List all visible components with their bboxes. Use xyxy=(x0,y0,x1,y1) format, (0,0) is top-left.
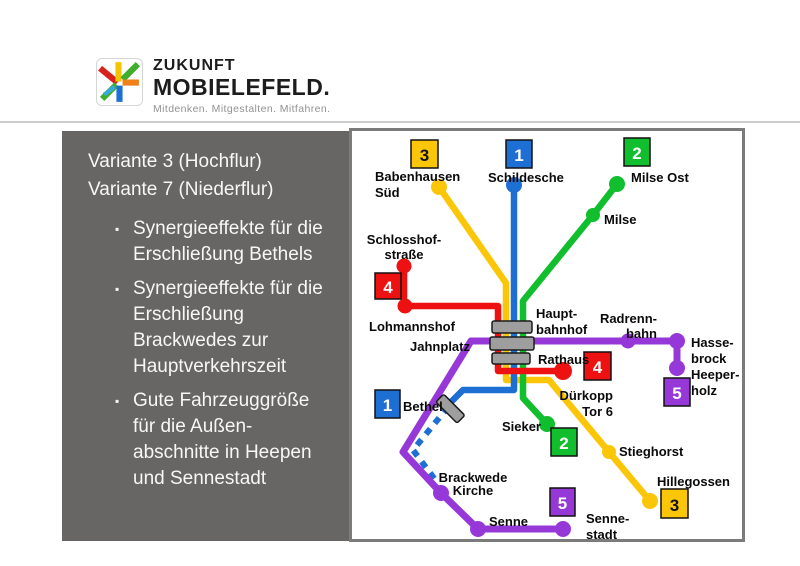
bullet-icon: ▪ xyxy=(115,222,120,236)
line-badge-3-babenhausen: 3 xyxy=(410,139,439,169)
station-label-sennestadt: Senne- xyxy=(586,511,629,526)
station-label-duerkopp-tor6-2: Tor 6 xyxy=(582,404,613,419)
logo: ZUKUNFT MOBIELEFELD. Mitdenken. Mitgesta… xyxy=(96,58,330,115)
variants-panel: Variante 3 (Hochflur) Variante 7 (Nieder… xyxy=(62,131,350,541)
line-badge-3-hillegossen: 3 xyxy=(660,488,689,519)
station-dot-milse-ost xyxy=(609,176,625,192)
list-item: ▪ Synergieeffekte für die Erschließung B… xyxy=(62,276,350,380)
bullet-icon: ▪ xyxy=(115,282,120,296)
station-label-bethel: Bethel xyxy=(403,399,443,414)
station-label-senne: Senne xyxy=(489,514,528,529)
station-dot-stieghorst xyxy=(602,445,616,459)
station-label-heeperholz: Heeper- xyxy=(691,367,739,382)
station-label-stieghorst: Stieghorst xyxy=(619,444,684,459)
station-label-brackwede-kirche: Brackwede xyxy=(439,470,508,485)
line-badge-4-duerkopp: 4 xyxy=(583,351,612,381)
svg-text:5: 5 xyxy=(558,494,567,513)
line-badge-5-heeperholz: 5 xyxy=(663,377,691,407)
svg-text:4: 4 xyxy=(593,358,603,377)
station-dot-lohmannshof xyxy=(397,298,413,314)
station-dot-schildesche xyxy=(506,177,522,193)
station-label-sieker: Sieker xyxy=(502,419,541,434)
station-label-heeperholz-2: holz xyxy=(691,383,717,398)
station-label-milse: Milse xyxy=(604,212,637,227)
station-label-radrennbahn: Radrenn- xyxy=(600,311,657,326)
bullet-text: Synergieeffekte für die Erschließung Bra… xyxy=(133,278,323,377)
svg-text:2: 2 xyxy=(559,434,568,453)
line-badge-5-sennestadt: 5 xyxy=(549,487,576,517)
bullet-icon: ▪ xyxy=(115,394,120,408)
list-item: ▪ Synergieeffekte für die Erschließung B… xyxy=(62,216,350,268)
station-dot-brackwede-kirche xyxy=(433,485,449,501)
transit-junction-icon xyxy=(96,58,143,106)
station-dot-babenhausen-sued xyxy=(431,179,447,195)
station-label-schlosshofstrasse: Schlosshof- xyxy=(367,232,441,247)
line-2-path xyxy=(519,182,620,427)
logo-title-line2: MOBIELEFELD. xyxy=(153,74,331,100)
station-dot-milse xyxy=(586,208,600,222)
station-label-hillegossen: Hillegossen xyxy=(657,474,730,489)
station-label-radrennbahn-2: bahn xyxy=(626,326,657,341)
svg-text:2: 2 xyxy=(632,144,641,163)
line-badge-2-sieker: 2 xyxy=(550,427,578,457)
station-label-babenhausen-sued-2: Süd xyxy=(375,185,400,200)
station-dot-senne xyxy=(470,521,486,537)
station-dot-hillegossen xyxy=(642,493,658,509)
line-badge-1-schildesche: 1 xyxy=(505,139,533,169)
interchange-bar-jahnplatz xyxy=(489,336,535,351)
line-1-path xyxy=(447,185,518,406)
bullet-text: Synergieeffekte für die Erschließung Bet… xyxy=(133,218,323,265)
interchange-bar-rathaus xyxy=(491,352,531,365)
station-dot-sennestadt xyxy=(555,521,571,537)
station-dot-duerkopp-tor6 xyxy=(554,362,572,380)
line-badge-4-schlosshofstrasse: 4 xyxy=(374,272,402,300)
svg-text:4: 4 xyxy=(383,278,393,297)
logo-text: ZUKUNFT MOBIELEFELD. Mitdenken. Mitgesta… xyxy=(153,58,330,115)
header-divider xyxy=(0,121,800,123)
panel-heading: Variante 3 (Hochflur) Variante 7 (Nieder… xyxy=(88,148,350,204)
line-badge-1-bethel: 1 xyxy=(374,389,401,419)
svg-text:1: 1 xyxy=(514,146,523,165)
logo-tagline: Mitdenken. Mitgestalten. Mitfahren. xyxy=(153,103,331,115)
station-label-brackwede-kirche-2: Kirche xyxy=(453,483,493,498)
station-label-hauptbahnhof-2: bahnhof xyxy=(536,322,588,337)
station-dot-schlosshofstrasse xyxy=(396,258,412,274)
bullet-text: Gute Fahrzeuggröße für die Außen-abschni… xyxy=(133,390,312,489)
station-label-milse-ost: Milse Ost xyxy=(631,170,689,185)
svg-text:1: 1 xyxy=(383,396,392,415)
variant-7-title: Variante 7 (Niederflur) xyxy=(88,179,274,200)
station-label-rathaus: Rathaus xyxy=(538,352,589,367)
line-1-dashed-extension-path xyxy=(410,405,451,483)
station-dot-hassebrock xyxy=(669,333,685,349)
list-item: ▪ Gute Fahrzeuggröße für die Außen-absch… xyxy=(62,388,350,492)
line-3-path xyxy=(436,185,653,504)
station-label-jahnplatz: Jahnplatz xyxy=(410,339,470,354)
svg-text:3: 3 xyxy=(420,146,429,165)
station-label-hassebrock-2: brock xyxy=(691,351,727,366)
interchange-bar-hauptbahnhof xyxy=(491,320,533,334)
station-label-hauptbahnhof: Haupt- xyxy=(536,306,577,321)
station-label-schlosshofstrasse-2: straße xyxy=(384,247,423,262)
line-4-path xyxy=(400,266,563,375)
transit-map: 3 1 2 4 4 1 2 xyxy=(349,128,745,542)
station-label-hassebrock: Hasse- xyxy=(691,335,734,350)
svg-text:3: 3 xyxy=(670,496,679,515)
logo-title-line1: ZUKUNFT xyxy=(153,57,236,74)
svg-text:5: 5 xyxy=(672,384,681,403)
bullet-list: ▪ Synergieeffekte für die Erschließung B… xyxy=(62,216,350,492)
station-dot-heeperholz xyxy=(669,360,685,376)
station-label-duerkopp-tor6: Dürkopp xyxy=(560,388,614,403)
interchange-bar-bethel xyxy=(435,394,465,424)
station-label-sennestadt-2: stadt xyxy=(586,527,618,539)
station-label-lohmannshof: Lohmannshof xyxy=(369,319,456,334)
station-label-schildesche: Schildesche xyxy=(488,170,564,185)
station-dot-radrennbahn xyxy=(620,333,636,349)
variant-3-title: Variante 3 (Hochflur) xyxy=(88,151,262,172)
transit-map-canvas: 3 1 2 4 4 1 2 xyxy=(367,137,739,539)
station-label-babenhausen-sued: Babenhausen xyxy=(375,169,460,184)
line-badge-2-milse-ost: 2 xyxy=(623,137,651,167)
